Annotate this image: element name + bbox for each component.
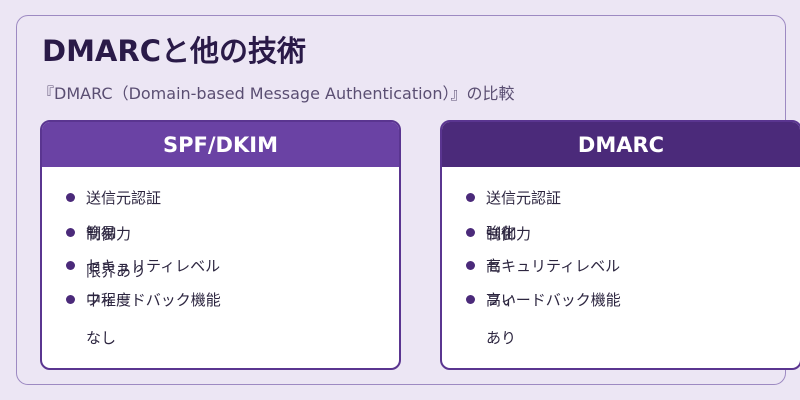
list-item-overlap-text: フィードバック機能 [86,291,221,309]
list-item: 高 セキュリティレベル [442,255,800,279]
list-item: 送信元認証 [442,187,800,211]
dmarc-list: 送信元認証 強化 制御力 高 セキュリティレベル 高い フィードバック機能 あり [442,167,800,367]
page-title: DMARCと他の技術 [42,34,306,68]
list-item-overlap-text: 限界あり [86,262,147,280]
page-subtitle: 『DMARC（Domain-based Message Authenticati… [38,84,515,103]
bullet-icon [466,295,475,304]
list-item-text: セキュリティレベル [86,257,221,275]
spf-dkim-list: 送信元認証 簡易 制御力 セキュリティレベル 限界あり 中程度 フィードバック機… [42,167,399,367]
list-item-text: 中程度 [86,291,132,309]
list-item: 中程度 フィードバック機能 [42,289,399,313]
card-header-dmarc: DMARC [442,122,800,167]
list-item-text: 高い [486,291,517,309]
bullet-icon [466,193,475,202]
list-item-overlap-text: 制御力 [486,225,532,243]
dmarc-card: DMARC 送信元認証 強化 制御力 高 セキュリティレベル 高い フィードバッ… [440,120,800,370]
list-item-overlap-text: セキュリティレベル [486,257,621,275]
bullet-icon [66,261,75,270]
list-item-text: 高 [486,257,502,275]
list-item: 送信元認証 [42,187,399,211]
bullet-icon [66,228,75,237]
list-item: セキュリティレベル 限界あり [42,255,399,280]
list-item-overlap-text: 制御力 [86,225,132,243]
list-item-text: あり [486,329,517,347]
list-item-text: 送信元認証 [86,189,162,207]
spf-dkim-card: SPF/DKIM 送信元認証 簡易 制御力 セキュリティレベル 限界あり 中程度… [40,120,401,370]
list-item-overlap-text: フィードバック機能 [486,291,621,309]
card-header-spf-dkim: SPF/DKIM [42,122,399,167]
list-item-text: なし [86,329,117,347]
list-item: あり [442,327,800,351]
list-item-text: 強化 [486,224,517,242]
bullet-icon [66,295,75,304]
bullet-icon [466,261,475,270]
list-item: 強化 制御力 [442,222,800,246]
bullet-icon [66,193,75,202]
list-item-text: 簡易 [86,224,117,242]
bullet-icon [466,228,475,237]
list-item-text: 送信元認証 [486,189,562,207]
list-item: 簡易 制御力 [42,222,399,246]
list-item: 高い フィードバック機能 [442,289,800,313]
list-item: なし [42,327,399,351]
